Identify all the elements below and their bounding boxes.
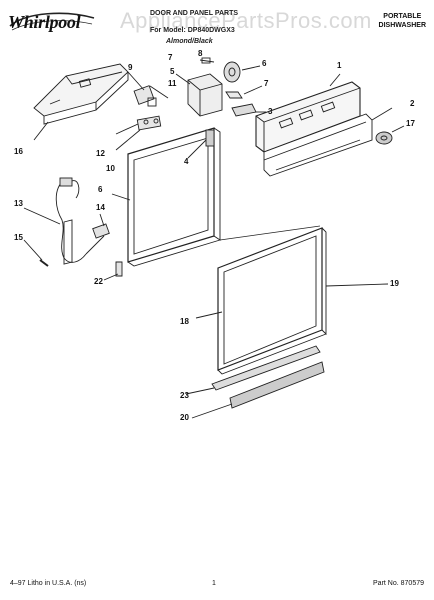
callout-20: 20	[180, 413, 189, 422]
color-line: Almond/Black	[166, 38, 213, 45]
callout-17: 17	[406, 119, 415, 128]
product-type-line1: PORTABLE	[383, 13, 422, 20]
callout-15: 15	[14, 233, 23, 242]
part-5-bracket	[175, 57, 223, 117]
part-3-block	[231, 103, 266, 117]
callout-13: 13	[14, 199, 23, 208]
callout-22: 22	[94, 277, 103, 286]
footer-page-number: 1	[212, 580, 216, 587]
footer-litho: 4–97 Litho in U.S.A. (ns)	[10, 580, 87, 587]
callout-7-pin: 7	[264, 79, 269, 88]
part-17-knob	[375, 125, 405, 145]
brand-logo-text: Whirlpool	[8, 12, 81, 32]
part-19-door-panel	[195, 227, 389, 375]
part-16-bracket	[33, 63, 129, 141]
hinge-parts	[115, 71, 169, 151]
callout-3: 3	[268, 107, 273, 116]
callout-12: 12	[96, 149, 105, 158]
inner-door-frame	[111, 127, 221, 267]
callout-5: 5	[170, 67, 175, 76]
part-23-trim	[185, 345, 321, 395]
part-6-cam	[223, 61, 263, 99]
whirlpool-logo-swoosh	[9, 12, 95, 31]
callout-2: 2	[410, 99, 415, 108]
callout-6-cam: 6	[262, 59, 267, 68]
product-type: PORTABLE DISHWASHER	[379, 12, 426, 30]
callout-19: 19	[390, 279, 399, 288]
diagram-title: DOOR AND PANEL PARTS	[150, 10, 239, 17]
watermark-text: AppliancePartsPros.com	[120, 8, 372, 33]
callout-8: 8	[198, 49, 203, 58]
part-20-trim	[191, 361, 325, 419]
callout-23: 23	[180, 391, 189, 400]
callout-4: 4	[184, 157, 189, 166]
model-line: For Model: DP840DWGX3	[150, 27, 235, 34]
callout-10: 10	[106, 164, 115, 173]
part-13-wiring	[23, 177, 110, 267]
part-22-clip	[103, 261, 123, 281]
product-type-line2: DISHWASHER	[378, 22, 426, 29]
callout-16: 16	[14, 147, 23, 156]
footer-part-number: Part No. 870579	[373, 580, 424, 587]
callout-1: 1	[337, 61, 342, 70]
part-2-panel	[263, 107, 393, 177]
callout-18: 18	[180, 317, 189, 326]
callout-14: 14	[96, 203, 105, 212]
callout-7-screw: 7	[168, 53, 173, 62]
callout-9: 9	[128, 63, 133, 72]
callout-6-frame: 6	[98, 185, 103, 194]
callout-11: 11	[168, 79, 177, 88]
